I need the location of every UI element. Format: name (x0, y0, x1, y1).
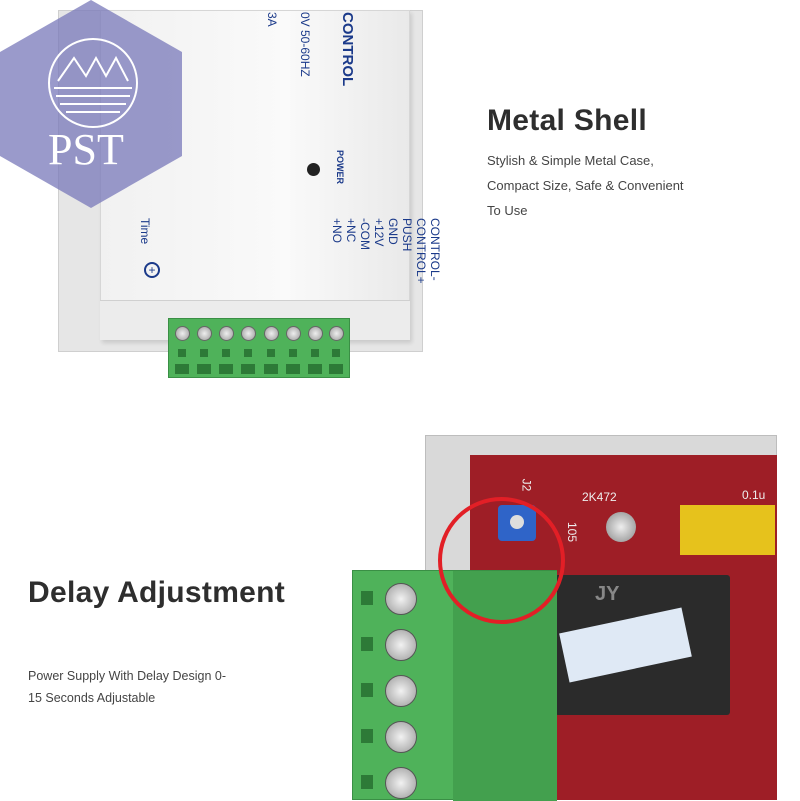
relay-sticker (559, 607, 692, 683)
terminal-label: PUSH (400, 218, 414, 252)
terminal-label: +12V (372, 218, 386, 247)
board-label: 0.1u (742, 488, 766, 502)
terminal-label: -COM (358, 218, 372, 250)
time-label: Time (138, 218, 152, 245)
board-label: J2 (519, 478, 534, 492)
power-label: POWER (335, 150, 345, 185)
terminal-label: GND (386, 218, 400, 245)
terminal-block (168, 318, 350, 378)
watermark-text: PST (48, 125, 124, 174)
terminal-label: +NC (344, 218, 358, 243)
power-led-icon (307, 163, 320, 176)
body-line: Compact Size, Safe & Convenient (487, 178, 684, 193)
terminal-label: CONTROL+ (414, 218, 428, 284)
terminal-labels: CONTROL- CONTROL+ PUSH GND +12V -COM +NC… (330, 218, 442, 284)
highlight-circle (438, 497, 565, 624)
rating-current: 3A (265, 12, 279, 27)
screw-icon (606, 512, 636, 542)
section-title-delay-adjustment: Delay Adjustment (28, 576, 286, 609)
body-line: 15 Seconds Adjustable (28, 691, 156, 705)
relay: JY (555, 575, 730, 715)
section-body-delay-adjustment: Power Supply With Delay Design 0- 15 Sec… (28, 665, 226, 709)
section-body-metal-shell: Stylish & Simple Metal Case, Compact Siz… (487, 148, 684, 223)
time-adjust-icon: + (144, 262, 160, 278)
board-label: 2K472 (582, 490, 617, 504)
terminal-label: CONTROL- (428, 218, 442, 281)
section-title-metal-shell: Metal Shell (487, 104, 648, 137)
rating-voltage: 0V 50-60HZ (298, 12, 312, 77)
relay-brand: JY (595, 583, 620, 605)
terminal-label: +NO (330, 218, 344, 244)
body-line: Stylish & Simple Metal Case, (487, 153, 654, 168)
brand-text: CONTROL (339, 12, 356, 87)
body-line: Power Supply With Delay Design 0- (28, 669, 226, 683)
mountain-logo-icon (48, 38, 138, 128)
capacitor (680, 505, 775, 555)
body-line: To Use (487, 203, 528, 218)
board-label: 105 (565, 521, 580, 543)
